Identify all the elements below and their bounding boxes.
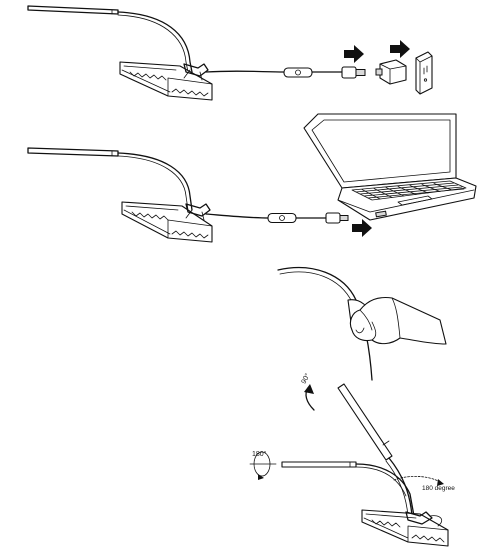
usb-plug [325,212,349,224]
head-rotation-label: 90° [300,372,312,385]
laptop [303,113,477,221]
arrow-right-icon [390,40,410,58]
rotate-ellipse-icon [249,451,277,480]
panel-touch-control [277,266,447,381]
panel-rotation: 90° 180° 180 degree [249,372,455,547]
clamp-base [121,201,213,243]
rotate-arrow-icon [304,384,315,411]
hand [349,296,447,345]
base-rotation-label: 180° [252,450,267,458]
usb-plug [341,66,366,79]
clamp-base [361,509,449,547]
usb-adapter [375,59,407,85]
lamp-head [27,147,119,157]
inline-switch [283,67,313,78]
arm-rotation-label: 180 degree [422,485,455,492]
gooseneck-arm [117,11,193,73]
wall-outlet [415,51,433,95]
arm-swing-arc-icon [393,476,444,486]
gooseneck-arm [117,152,193,211]
inline-switch [267,212,297,224]
power-cable [205,213,327,219]
laptop-keyboard [351,180,467,206]
lamp-head-horizontal [281,461,357,468]
arrow-right-icon [344,45,364,63]
panel-laptop-usb [27,113,477,243]
power-cable [205,70,343,73]
arrow-right-icon [352,219,372,237]
panel-power-adapter [27,5,433,101]
lamp-head-raised [337,383,393,461]
clamp-base [119,61,213,101]
lamp-head [27,5,119,15]
